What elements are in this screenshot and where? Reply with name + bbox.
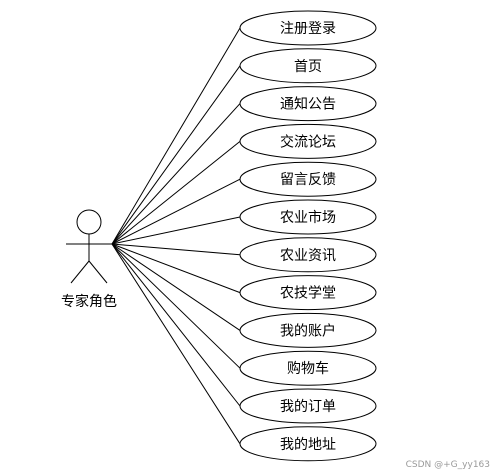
use-case-ellipse [239, 48, 377, 84]
use-case: 通知公告 [239, 86, 377, 122]
association-line [111, 216, 241, 245]
association-line [111, 65, 241, 245]
actor-figure [66, 209, 112, 284]
use-case-label: 我的账户 [280, 322, 336, 339]
use-case-ellipse [239, 426, 377, 462]
use-case: 农业市场 [239, 199, 377, 235]
use-case-ellipse [239, 388, 377, 424]
use-case: 首页 [239, 48, 377, 84]
use-case: 注册登录 [239, 10, 377, 46]
actor-left-leg [70, 260, 90, 284]
use-case: 购物车 [239, 350, 377, 386]
watermark: CSDN @+G_yy163 [406, 460, 490, 470]
use-case-ellipse [239, 312, 377, 348]
use-case-label: 农技学堂 [280, 286, 336, 302]
use-case-ellipse [239, 350, 377, 386]
use-case-ellipse [239, 86, 377, 122]
use-case-ellipse [239, 275, 377, 311]
use-case-ellipse [239, 161, 377, 197]
use-case: 我的账户 [239, 312, 377, 348]
use-cases: 注册登录首页通知公告交流论坛留言反馈农业市场农业资讯农技学堂我的账户购物车我的订… [239, 10, 377, 462]
use-case-ellipse [239, 123, 377, 159]
association-line [111, 243, 241, 256]
association-lines [111, 27, 241, 445]
actor-right-leg [88, 260, 108, 284]
use-case-label: 注册登录 [280, 21, 336, 37]
use-case: 我的地址 [239, 426, 377, 462]
association-line [111, 178, 241, 245]
use-case-label: 农业资讯 [280, 248, 336, 264]
use-case-label: 购物车 [287, 360, 329, 377]
use-case-label: 我的地址 [280, 437, 336, 453]
use-case-ellipse [239, 10, 377, 46]
use-case-label: 我的订单 [280, 399, 336, 415]
association-line [111, 103, 241, 245]
use-case-ellipse [239, 237, 377, 273]
use-case: 留言反馈 [239, 161, 377, 197]
association-line [111, 141, 241, 245]
use-case-label: 首页 [294, 59, 322, 75]
association-line [111, 243, 241, 445]
use-case: 我的订单 [239, 388, 377, 424]
use-case-label: 通知公告 [280, 96, 336, 113]
actor-head [76, 209, 102, 235]
association-line [111, 243, 241, 331]
association-line [111, 243, 241, 407]
use-case: 农业资讯 [239, 237, 377, 273]
use-case-label: 交流论坛 [280, 133, 336, 150]
actor-label: 专家角色 [61, 293, 117, 310]
use-case: 农技学堂 [239, 275, 377, 311]
use-case: 交流论坛 [239, 123, 377, 159]
association-line [111, 27, 241, 245]
use-case-label: 农业市场 [280, 209, 336, 226]
association-line [111, 243, 241, 369]
use-case-ellipse [239, 199, 377, 235]
use-case-label: 留言反馈 [280, 172, 336, 188]
association-line [111, 243, 241, 294]
